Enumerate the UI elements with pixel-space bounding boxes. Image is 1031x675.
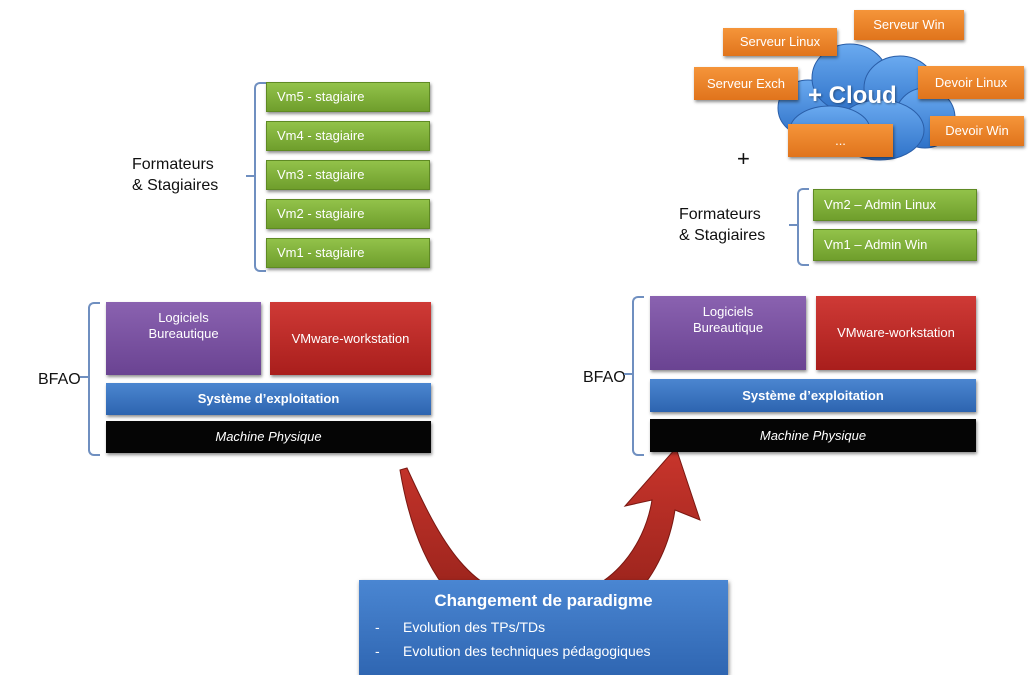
vm3-box: Vm3 - stagiaire (266, 160, 430, 190)
vm1-box: Vm1 - stagiaire (266, 238, 430, 268)
left-os-box: Système d’exploitation (106, 383, 431, 415)
right-vm-brace (797, 188, 809, 266)
vm1-admin-win-box: Vm1 – Admin Win (813, 229, 977, 261)
paradigm-title: Changement de paradigme (434, 591, 653, 610)
left-bfao-brace (88, 302, 100, 456)
paradigm-bullet-2: -Evolution des techniques pédagogiques (375, 639, 712, 663)
cloud-more: ... (788, 124, 893, 157)
left-group-label: Formateurs & Stagiaires (132, 156, 219, 194)
left-bfao-brace-tip (80, 376, 90, 378)
plus-sign: + (737, 146, 750, 171)
right-vm-brace-tip (789, 224, 799, 226)
right-os-box: Système d’exploitation (650, 379, 976, 412)
cloud-label: + Cloud (808, 82, 897, 109)
cloud-serveur-exch: Serveur Exch (694, 67, 798, 100)
right-bfao-label: BFAO (583, 369, 626, 386)
paradigm-box: Changement de paradigme -Evolution des T… (359, 580, 728, 675)
cloud-serveur-win: Serveur Win (854, 10, 964, 40)
left-vm-brace (254, 82, 266, 272)
cloud-devoir-win: Devoir Win (930, 116, 1024, 146)
paradigm-bullet-1: -Evolution des TPs/TDs (375, 615, 712, 639)
vm4-box: Vm4 - stagiaire (266, 121, 430, 151)
right-logiciels-box: Logiciels Bureautique (650, 296, 806, 370)
right-group-label: Formateurs & Stagiaires (679, 206, 766, 244)
left-logiciels-box: Logiciels Bureautique (106, 302, 261, 375)
paradigm-bullet-2-text: Evolution des techniques pédagogiques (403, 643, 651, 659)
cloud-serveur-linux: Serveur Linux (723, 28, 837, 56)
left-machine-box: Machine Physique (106, 421, 431, 453)
paradigm-bullet-1-text: Evolution des TPs/TDs (403, 619, 546, 635)
right-machine-box: Machine Physique (650, 419, 976, 452)
vm5-box: Vm5 - stagiaire (266, 82, 430, 112)
left-bfao-label: BFAO (38, 371, 81, 388)
cloud-devoir-linux: Devoir Linux (918, 66, 1024, 99)
left-vm-brace-tip (246, 175, 256, 177)
right-vmware-box: VMware-workstation (816, 296, 976, 370)
vm2-box: Vm2 - stagiaire (266, 199, 430, 229)
right-bfao-brace-tip (624, 373, 634, 375)
vm2-admin-linux-box: Vm2 – Admin Linux (813, 189, 977, 221)
right-bfao-brace (632, 296, 644, 456)
left-vmware-box: VMware-workstation (270, 302, 431, 375)
